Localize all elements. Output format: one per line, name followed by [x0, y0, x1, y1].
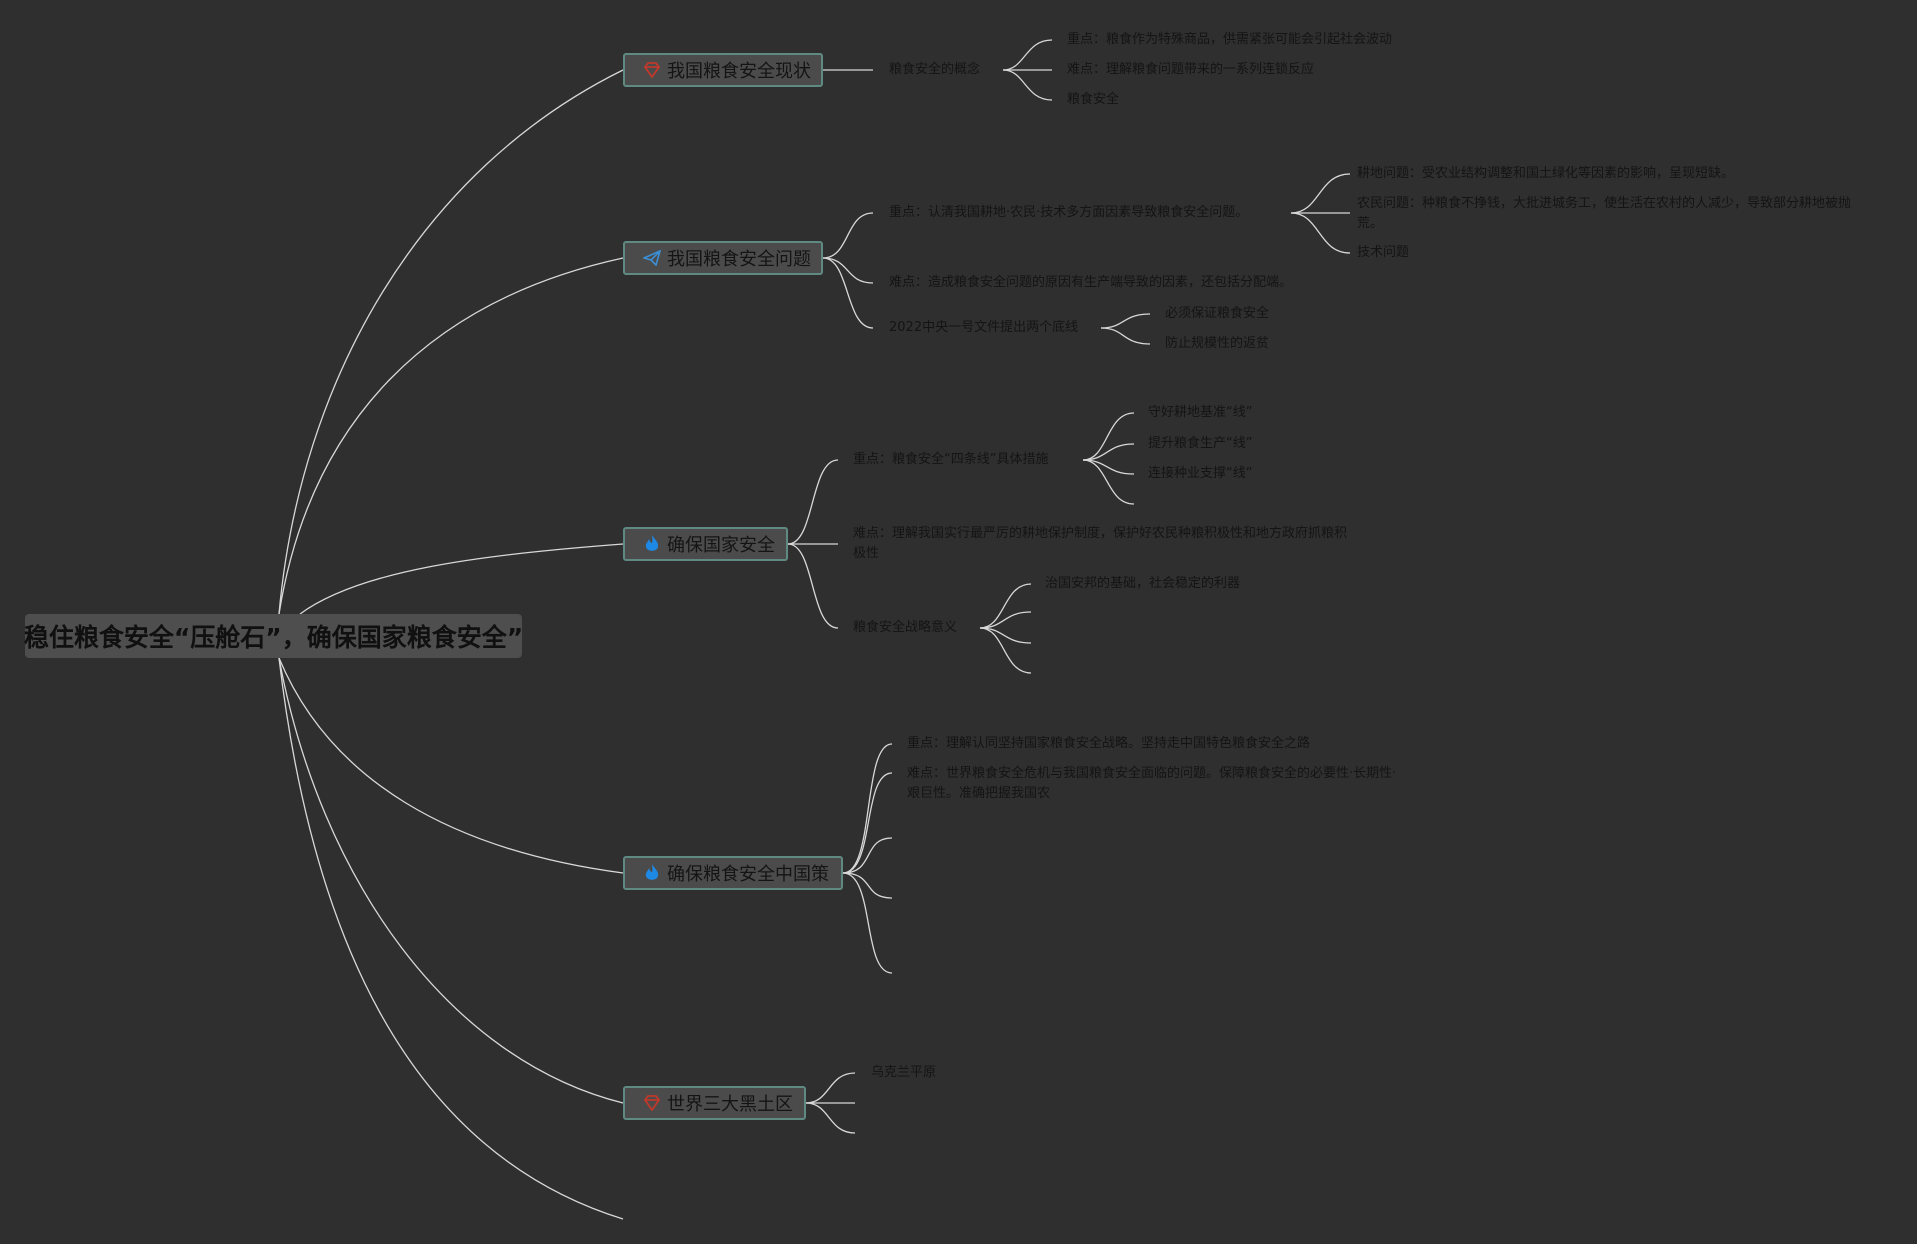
- edge-root-topic-3: [299, 543, 624, 615]
- flame-icon: [641, 533, 663, 555]
- topic-label: 世界三大黑土区: [667, 1094, 793, 1115]
- topic-grain-security-problems[interactable]: 我国粮食安全问题: [623, 241, 823, 275]
- edge-t4-c1: [842, 743, 893, 874]
- edge-t2-c2: [822, 257, 874, 284]
- edge-root-extra: [278, 657, 624, 1220]
- edge-t3-c1: [787, 459, 839, 545]
- node-seed-industry-line[interactable]: 连接种业支撑“线”: [1148, 466, 1253, 481]
- node-grain-production-line[interactable]: 提升粮食生产“线”: [1148, 436, 1253, 451]
- topic-label: 确保粮食安全中国策: [667, 864, 829, 885]
- edge-t3c1-g2: [1082, 443, 1135, 461]
- edge-t4-c4: [842, 872, 893, 899]
- gem-icon: [641, 59, 663, 81]
- node-concept-difficulty[interactable]: 难点：理解粮食问题带来的一系列连锁反应: [1067, 62, 1315, 77]
- topic-china-grain-strategy[interactable]: 确保粮食安全中国策: [623, 856, 843, 890]
- node-security-difficulty[interactable]: 难点：理解我国实行最严厉的耕地保护制度，保护好农民种粮积极性和地方政府抓粮积极性: [853, 526, 1348, 561]
- edge-t3c3-g2: [979, 611, 1032, 629]
- topic-grain-security-status[interactable]: 我国粮食安全现状: [623, 53, 823, 87]
- edge-t5-c3: [805, 1102, 856, 1134]
- topic-black-soil-regions[interactable]: 世界三大黑土区: [623, 1086, 806, 1120]
- topic-label: 我国粮食安全问题: [667, 249, 811, 270]
- edge-root-topic-5: [278, 657, 624, 1104]
- node-farmland-problem[interactable]: 耕地问题：受农业结构调整和国土绿化等因素的影响，呈现短缺。: [1357, 166, 1735, 181]
- edge-t3c1-g1: [1082, 412, 1135, 461]
- edge-t3c3-g4: [979, 627, 1032, 674]
- node-strategy-key[interactable]: 重点：理解认同坚持国家粮食安全战略。坚持走中国特色粮食安全之路: [907, 736, 1311, 751]
- node-ensure-grain-security[interactable]: 必须保证粮食安全: [1165, 306, 1270, 321]
- edge-t3c3-g1: [979, 583, 1032, 629]
- node-farmer-problem[interactable]: 农民问题：种粮食不挣钱，大批进城务工，使生活在农村的人减少，导致部分耕地被抛荒。: [1357, 196, 1852, 231]
- edge-t4-c3: [842, 837, 893, 874]
- edge-t3c1-g4: [1082, 459, 1135, 505]
- edge-t2-c1: [822, 212, 874, 259]
- edge-t2c3-g2: [1100, 327, 1151, 345]
- paper-plane-icon: [641, 247, 663, 269]
- edge-c1-g1: [1002, 39, 1053, 71]
- gem-icon: [641, 1092, 663, 1114]
- node-concept-key[interactable]: 重点：粮食作为特殊商品，供需紧张可能会引起社会波动: [1067, 32, 1393, 47]
- edge-t3-c3: [787, 543, 839, 629]
- flame-icon: [641, 862, 663, 884]
- topic-ensure-national-security[interactable]: 确保国家安全: [623, 527, 788, 561]
- node-technology-problem[interactable]: 技术问题: [1357, 245, 1410, 260]
- root-title: 稳住粮食安全“压舱石”，确保国家粮食安全”: [23, 623, 524, 652]
- node-ukraine-plain[interactable]: 乌克兰平原: [871, 1065, 937, 1080]
- edge-root-topic-2: [278, 257, 624, 615]
- node-strategy-difficulty[interactable]: 难点：世界粮食安全危机与我国粮食安全面临的问题。保障粮食安全的必要性·长期性·艰…: [907, 766, 1397, 801]
- edge-t4-c5: [842, 872, 893, 974]
- node-four-lines[interactable]: 重点：粮食安全“四条线”具体措施: [853, 452, 1049, 467]
- edge-root-topic-4: [278, 657, 624, 874]
- node-concept[interactable]: 粮食安全的概念: [889, 62, 981, 77]
- node-prevent-poverty-return[interactable]: 防止规模性的返贫: [1165, 336, 1270, 351]
- node-farmland-baseline[interactable]: 守好耕地基准“线”: [1148, 405, 1253, 420]
- edge-root-topic-1: [278, 69, 624, 615]
- edge-t5-c1: [805, 1072, 856, 1104]
- edge-t2-c3: [822, 257, 874, 329]
- node-concept-grain-security[interactable]: 粮食安全: [1067, 92, 1120, 107]
- node-foundation-of-governance[interactable]: 治国安邦的基础，社会稳定的利器: [1045, 576, 1241, 591]
- node-strategic-significance[interactable]: 粮食安全战略意义: [853, 620, 958, 635]
- edge-t2c3-g1: [1100, 313, 1151, 329]
- topic-label: 确保国家安全: [667, 535, 775, 556]
- edge-c1-g3: [1002, 69, 1053, 101]
- edge-t4-c2: [842, 772, 893, 874]
- edge-t2c1-g3: [1290, 212, 1351, 254]
- topic-label: 我国粮食安全现状: [667, 61, 811, 82]
- edge-t2c1-g1: [1290, 173, 1351, 214]
- node-problems-key[interactable]: 重点：认清我国耕地·农民·技术多方面因素导致粮食安全问题。: [889, 205, 1249, 220]
- root-topic[interactable]: 稳住粮食安全“压舱石”，确保国家粮食安全”: [23, 614, 524, 658]
- node-two-bottom-lines[interactable]: 2022中央一号文件提出两个底线: [889, 320, 1079, 335]
- node-problems-difficulty[interactable]: 难点：造成粮食安全问题的原因有生产端导致的因素，还包括分配端。: [889, 275, 1293, 290]
